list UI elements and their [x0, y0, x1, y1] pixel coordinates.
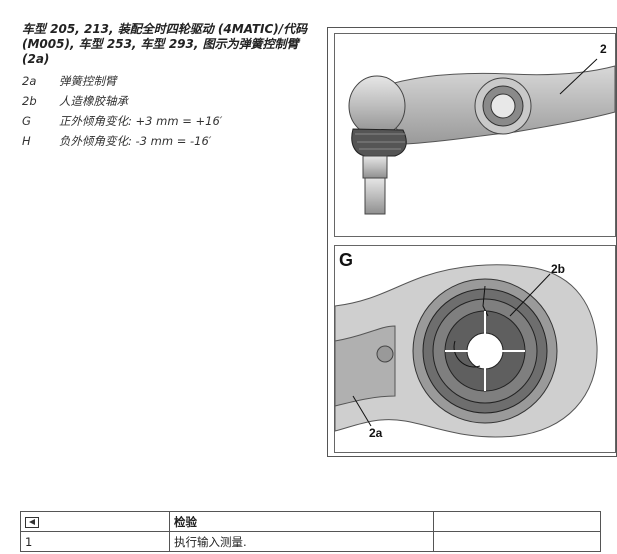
step-action: 执行输入测量.: [169, 531, 434, 552]
table-row: 1 执行输入测量.: [20, 531, 601, 552]
caption-title: 车型 205, 213, 装配全时四轮驱动 (4MATIC)/代码 (M005)…: [22, 22, 308, 66]
callout-2: 2: [600, 42, 607, 56]
panel-letter-g: G: [339, 250, 354, 270]
legend-text: 人造橡胶轴承: [59, 94, 128, 108]
legend-text: 正外倾角变化: +3 mm = +16′: [59, 114, 223, 128]
legend-key: 2a: [22, 74, 37, 88]
figure-panel-detail-g: G 2b 2a: [334, 245, 616, 453]
legend-item: 2a 弹簧控制臂: [22, 71, 312, 91]
bushing-detail-illustration: [334, 264, 598, 438]
figure-panel-control-arm: 2: [334, 33, 616, 237]
legend-key: G: [22, 114, 31, 128]
legend-key: 2b: [22, 94, 37, 108]
legend: 2a 弹簧控制臂 2b 人造橡胶轴承 G 正外倾角变化: +3 mm = +16…: [22, 71, 312, 151]
legend-text: 负外倾角变化: -3 mm = -16′: [59, 134, 212, 148]
table-header-check: 检验: [169, 511, 434, 532]
legend-item: H 负外倾角变化: -3 mm = -16′: [22, 131, 312, 151]
legend-item: G 正外倾角变化: +3 mm = +16′: [22, 111, 312, 131]
callout-2b: 2b: [551, 262, 566, 276]
control-arm-illustration: [348, 58, 616, 215]
figure-caption: 车型 205, 213, 装配全时四轮驱动 (4MATIC)/代码 (M005)…: [22, 22, 312, 151]
legend-key: H: [22, 134, 31, 148]
legend-item: 2b 人造橡胶轴承: [22, 91, 312, 111]
table-header-row: 检验: [20, 511, 601, 532]
table-header-empty: [433, 511, 601, 532]
legend-text: 弹簧控制臂: [59, 74, 117, 88]
step-number: 1: [20, 531, 170, 552]
table-header-icon-cell: [20, 511, 170, 532]
step-note: [433, 531, 601, 552]
procedure-table: 检验 1 执行输入测量.: [20, 511, 601, 552]
callout-2a: 2a: [369, 426, 383, 440]
flag-left-icon: [25, 516, 39, 528]
